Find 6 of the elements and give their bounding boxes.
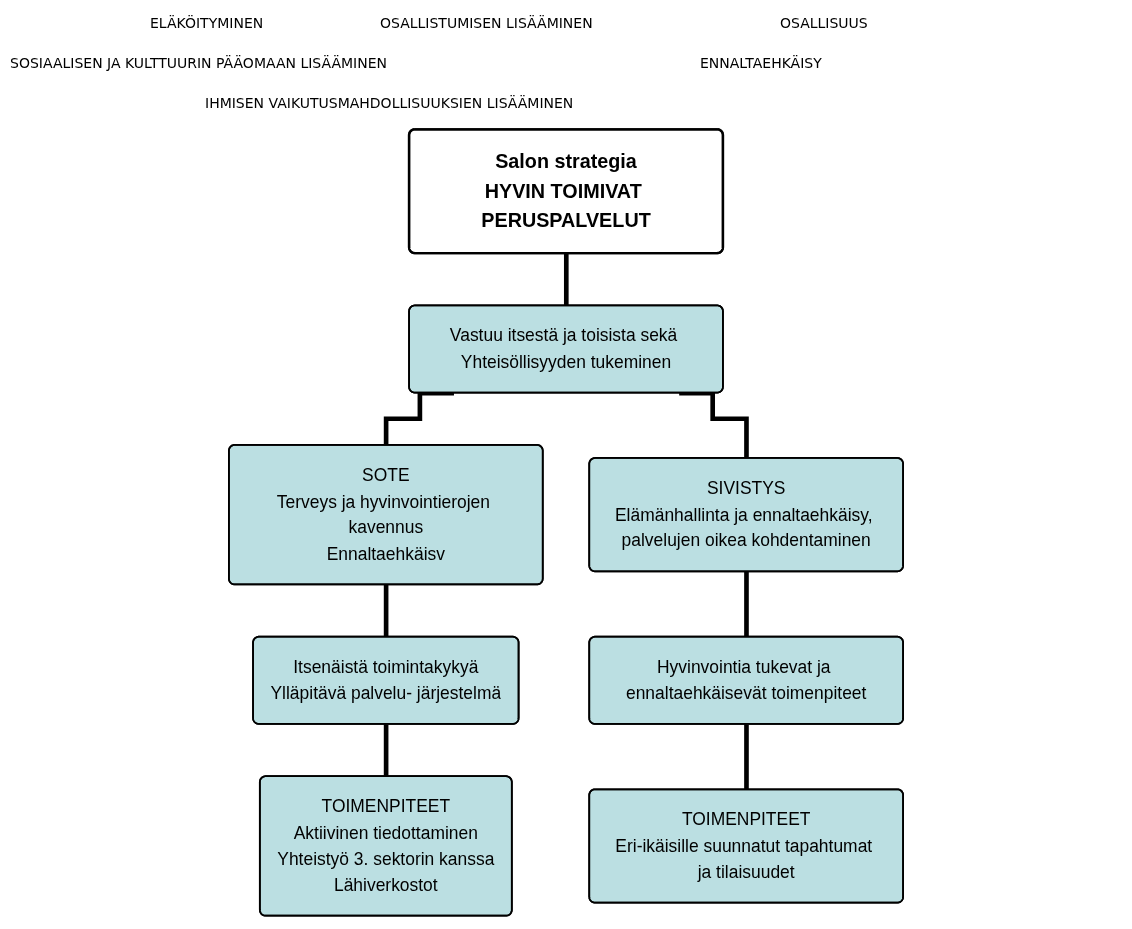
note-text: ENNALTAEHKÄISY bbox=[700, 55, 822, 71]
note-text: OSALLISUUS bbox=[780, 15, 868, 31]
note-text: ELÄKÖITYMINEN bbox=[150, 15, 264, 31]
note-text: IHMISEN VAIKUTUSMAHDOLLISUUKSIEN LISÄÄMINEN bbox=[205, 95, 574, 111]
note-text: OSALLISTUMISEN LISÄÄMINEN bbox=[380, 15, 593, 31]
note-text: SOSIAALISEN JA KULTTUURIN PÄÄOMAAN LISÄÄMINEN bbox=[10, 55, 388, 71]
